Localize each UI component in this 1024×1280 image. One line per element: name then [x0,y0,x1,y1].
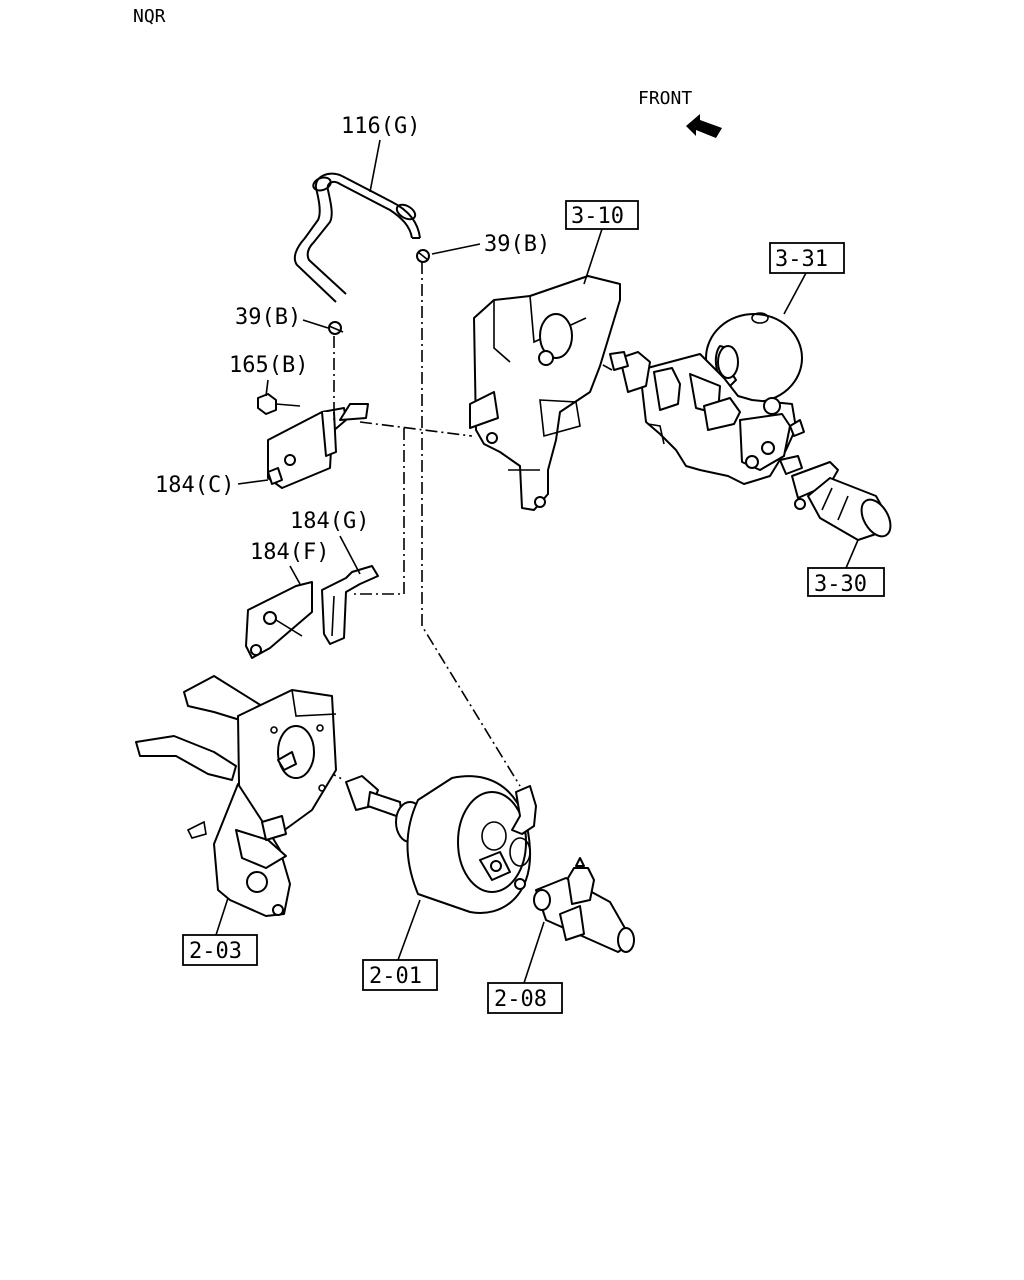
clip-upper [416,249,430,263]
bracket-f [245,581,313,659]
brake-booster [345,775,537,914]
ref-box-3-10 [565,200,639,230]
ref-3-30: 3-30 [814,572,867,597]
label-bracket-c: 184(C) [155,473,234,498]
ref-box-3-31 [769,242,845,274]
bolt [257,393,301,415]
label-clip-upper: 39(B) [484,232,550,257]
ref-2-08: 2-08 [494,987,547,1012]
front-arrow-icon [686,114,722,138]
pedal-assembly [135,675,337,917]
label-bracket-g: 184(G) [290,509,369,534]
ref-2-03: 2-03 [189,939,242,964]
label-clip-left: 39(B) [235,305,301,330]
label-hose: 116(G) [341,114,420,139]
hydraulic-unit [609,312,805,485]
ref-2-01: 2-01 [369,964,422,989]
ref-box-2-08 [487,982,563,1014]
label-bracket-f: 184(F) [250,540,329,565]
vacuum-hose [293,172,421,303]
ref-3-31: 3-31 [775,247,828,272]
pipe-fitting [791,461,892,541]
bracket-g [321,565,379,645]
label-bolt: 165(B) [229,353,308,378]
master-cylinder [533,857,635,953]
ref-3-10: 3-10 [571,204,624,229]
ref-box-2-01 [362,959,438,991]
clip-left [328,321,344,335]
pedal-bracket [469,275,621,511]
front-label: FRONT [638,88,692,109]
ref-box-2-03 [182,934,258,966]
bracket-c [267,403,369,489]
model-code: NQR [133,6,166,27]
